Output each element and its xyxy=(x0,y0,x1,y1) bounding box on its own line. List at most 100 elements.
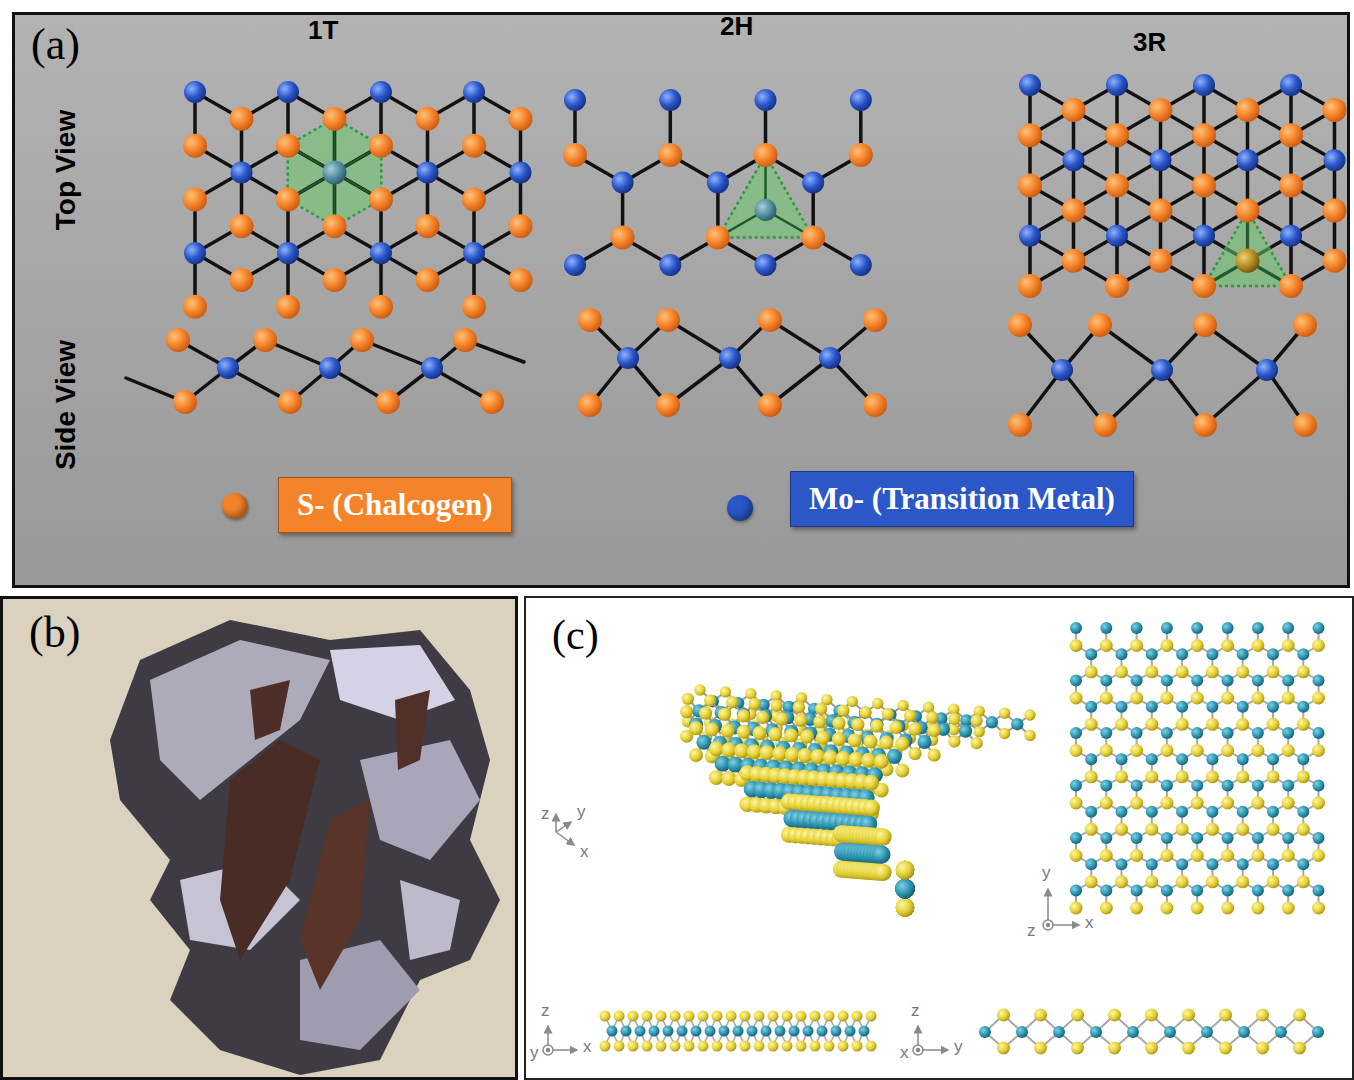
atom xyxy=(1131,885,1143,897)
atom xyxy=(870,719,883,732)
atom xyxy=(658,143,682,167)
atom xyxy=(1146,701,1158,713)
atom xyxy=(1051,359,1073,381)
atom xyxy=(1252,622,1264,634)
atom xyxy=(712,1011,723,1022)
atom xyxy=(659,254,681,276)
label-slot: 1T xyxy=(308,16,338,45)
atom xyxy=(578,308,602,332)
atom xyxy=(1085,718,1098,731)
atom xyxy=(897,700,908,711)
atom xyxy=(416,268,440,292)
atom xyxy=(1115,875,1128,888)
atom xyxy=(1146,858,1158,870)
atom xyxy=(850,254,872,276)
atom xyxy=(863,775,879,791)
atom xyxy=(801,226,825,250)
side-view-1t xyxy=(126,328,524,414)
atom xyxy=(712,1041,723,1052)
atom xyxy=(183,134,207,158)
atom xyxy=(1251,692,1264,705)
atom xyxy=(1236,249,1260,273)
atom xyxy=(1237,701,1249,713)
atom xyxy=(600,1041,611,1052)
atom xyxy=(1085,665,1098,678)
atom xyxy=(848,752,863,767)
atom xyxy=(733,1026,744,1037)
atom xyxy=(794,714,807,727)
axis-line xyxy=(556,822,571,832)
atom xyxy=(642,1041,653,1052)
atom xyxy=(663,1026,674,1037)
atom xyxy=(1252,780,1264,792)
atom xyxy=(810,749,825,764)
axis-out-symbol xyxy=(913,1045,923,1055)
atom xyxy=(863,308,887,332)
atom xyxy=(1251,849,1264,862)
atom xyxy=(1100,902,1113,915)
atom xyxy=(1070,849,1083,862)
atom xyxy=(656,1011,667,1022)
atom xyxy=(896,861,914,879)
atom xyxy=(1106,225,1128,247)
atom xyxy=(831,1026,842,1037)
axis-label: x xyxy=(580,843,589,862)
atom xyxy=(323,107,347,131)
atom xyxy=(323,161,347,185)
atom xyxy=(705,722,719,736)
atom xyxy=(370,81,392,103)
label-slot: x xyxy=(1085,914,1094,933)
atom xyxy=(718,708,731,721)
atom xyxy=(230,214,254,238)
atom xyxy=(1206,701,1218,713)
atom xyxy=(1282,885,1294,897)
atom xyxy=(1267,806,1279,818)
atom xyxy=(1193,413,1217,437)
atom xyxy=(904,710,916,722)
atom xyxy=(896,898,914,916)
atom xyxy=(896,861,914,879)
atom xyxy=(740,1041,751,1052)
atom xyxy=(1238,1026,1250,1038)
atom xyxy=(1275,1026,1287,1038)
axis-line xyxy=(556,832,574,845)
atom xyxy=(707,172,729,194)
atom xyxy=(611,226,635,250)
axis-out-symbol xyxy=(1043,920,1053,930)
flake-streak xyxy=(395,690,430,770)
atom xyxy=(1176,875,1189,888)
atom xyxy=(719,347,741,369)
atom xyxy=(771,699,783,711)
atom xyxy=(1105,174,1129,198)
atom xyxy=(689,748,703,762)
atom xyxy=(670,1011,681,1022)
atom xyxy=(895,879,914,898)
atom xyxy=(1267,665,1280,678)
atom xyxy=(986,716,998,728)
atom xyxy=(775,1026,786,1037)
top-view-1t xyxy=(183,81,533,319)
atom xyxy=(1131,675,1143,687)
atom xyxy=(1164,1026,1176,1038)
atom xyxy=(1221,639,1234,652)
atom xyxy=(1145,1042,1158,1055)
atom xyxy=(463,242,485,264)
atom xyxy=(895,737,909,751)
atom xyxy=(889,721,902,734)
atom xyxy=(1252,885,1264,897)
atom xyxy=(782,1011,793,1022)
atom xyxy=(895,879,914,898)
atom xyxy=(1176,823,1189,836)
atom xyxy=(895,879,914,898)
atom xyxy=(1313,832,1325,844)
atom xyxy=(462,187,486,211)
atom xyxy=(1236,665,1249,678)
atom xyxy=(1161,622,1173,634)
atom xyxy=(896,861,914,879)
atom xyxy=(1219,1009,1232,1022)
atom xyxy=(1145,665,1158,678)
atom xyxy=(698,1011,709,1022)
side-view-2h xyxy=(578,308,887,417)
atom xyxy=(819,347,841,369)
axis-line xyxy=(1047,889,1049,920)
